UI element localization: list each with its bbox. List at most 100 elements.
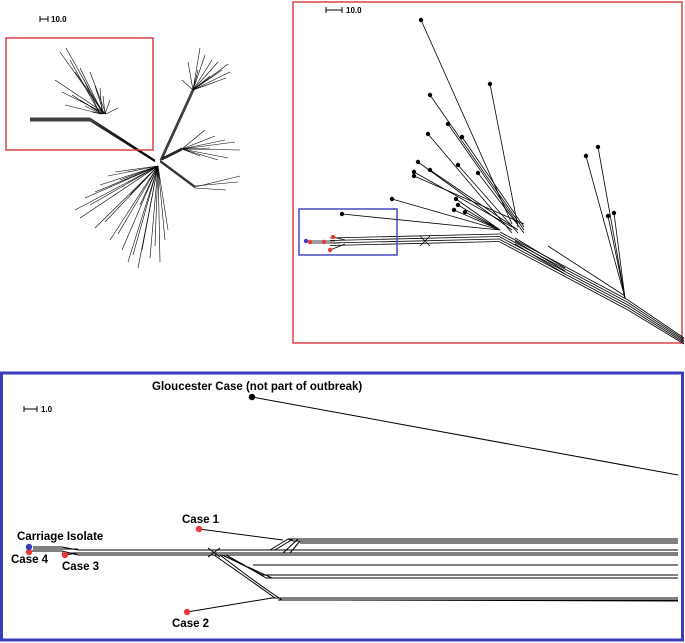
network-edge: [627, 299, 685, 339]
network-edge: [64, 104, 103, 115]
zoom1-network: [303, 17, 685, 345]
network-edge: [453, 209, 501, 231]
network-edge: [89, 119, 156, 162]
network-edge: [161, 87, 196, 161]
network-edge: [127, 165, 159, 263]
case3-marker: [61, 551, 69, 559]
network-edge: [69, 59, 101, 115]
case-marker: [327, 247, 333, 253]
network-edge: [329, 243, 346, 251]
network-edge: [192, 54, 206, 91]
isolate-marker: [595, 144, 601, 150]
zoom1-inner-frame: [298, 208, 398, 256]
carriage-isolate-label: Carriage Isolate: [17, 531, 103, 543]
network-edge: [104, 99, 111, 115]
network-edge: [329, 233, 501, 239]
network-edge: [105, 107, 119, 115]
network-edge: [89, 120, 156, 163]
case2-label: Case 2: [172, 618, 209, 630]
network-edge: [159, 160, 196, 188]
network-edge: [192, 81, 216, 91]
network-edge: [514, 237, 566, 269]
network-edge: [94, 165, 159, 229]
gloucester-case-marker: [248, 393, 256, 401]
network-edge: [192, 71, 231, 91]
network-edge: [627, 304, 685, 342]
isolate-marker: [611, 210, 617, 216]
network-edge: [499, 231, 629, 301]
network-edge: [547, 245, 626, 297]
isolate-marker: [605, 213, 611, 219]
isolate-marker: [583, 153, 589, 159]
carriage-isolate-marker: [303, 238, 309, 244]
zoom2-frame: [0, 371, 684, 642]
network-edge: [89, 165, 159, 206]
overview-scale-bar: 10.0: [39, 15, 67, 24]
case-marker: [330, 234, 336, 240]
network-edge: [329, 238, 501, 244]
network-edge: [161, 149, 183, 161]
network-edge: [192, 61, 219, 91]
network-edge: [627, 307, 685, 343]
case-marker: [321, 239, 327, 245]
case3-label: Case 3: [62, 561, 99, 573]
isolate-marker: [339, 211, 345, 217]
isolate-marker: [445, 121, 451, 127]
zoom2-markers: [25, 393, 256, 616]
network-edge: [514, 240, 566, 272]
network-edge: [99, 165, 159, 186]
isolate-marker: [415, 159, 421, 165]
overview-network: [30, 47, 241, 269]
network-edge: [514, 243, 566, 275]
zoom1-frame: [292, 1, 683, 344]
network-edge: [477, 172, 525, 234]
network-edge: [79, 165, 159, 219]
network-edge: [117, 165, 159, 235]
isolate-marker: [418, 17, 424, 23]
network-edge: [132, 165, 159, 256]
network-edge: [129, 165, 159, 196]
network-edge: [457, 204, 501, 231]
zoom2-network: [28, 396, 679, 613]
network-edge: [627, 302, 685, 340]
network-edge: [84, 165, 159, 199]
network-edge: [329, 236, 501, 241]
network-edge: [161, 147, 183, 159]
network-edge: [455, 198, 501, 231]
network-edge: [499, 234, 629, 303]
network-edge: [461, 136, 525, 228]
zoom2-scale-label: 1.0: [41, 405, 53, 414]
network-edge: [181, 129, 206, 150]
network-edge: [429, 94, 525, 231]
network-edge: [159, 87, 194, 161]
isolate-marker: [459, 134, 465, 140]
case4-label: Case 4: [11, 554, 49, 566]
isolate-marker: [453, 196, 459, 202]
network-edge: [159, 161, 196, 189]
network-edge: [341, 213, 501, 231]
isolate-marker: [411, 169, 417, 175]
network-edge: [157, 165, 169, 231]
network-edge: [489, 83, 519, 228]
network-edge: [121, 165, 159, 251]
overview-zoom-frame: [5, 37, 154, 151]
network-edge: [181, 148, 229, 159]
network-edge: [187, 61, 194, 91]
network-edge: [499, 241, 629, 311]
case2-marker: [183, 608, 191, 616]
network-edge: [585, 155, 626, 299]
case-marker: [307, 239, 313, 245]
network-edge: [627, 309, 685, 345]
network-edge: [83, 79, 101, 115]
zoom1-scale-label: 10.0: [346, 6, 362, 15]
network-edge: [139, 165, 159, 206]
network-edge: [413, 171, 513, 228]
network-edge: [181, 148, 241, 151]
network-edge: [181, 147, 211, 150]
isolate-marker: [427, 92, 433, 98]
network-edge: [181, 79, 194, 91]
network-edge: [192, 63, 229, 91]
network-edge: [157, 165, 161, 263]
overview-panel: 10.0: [5, 15, 241, 269]
